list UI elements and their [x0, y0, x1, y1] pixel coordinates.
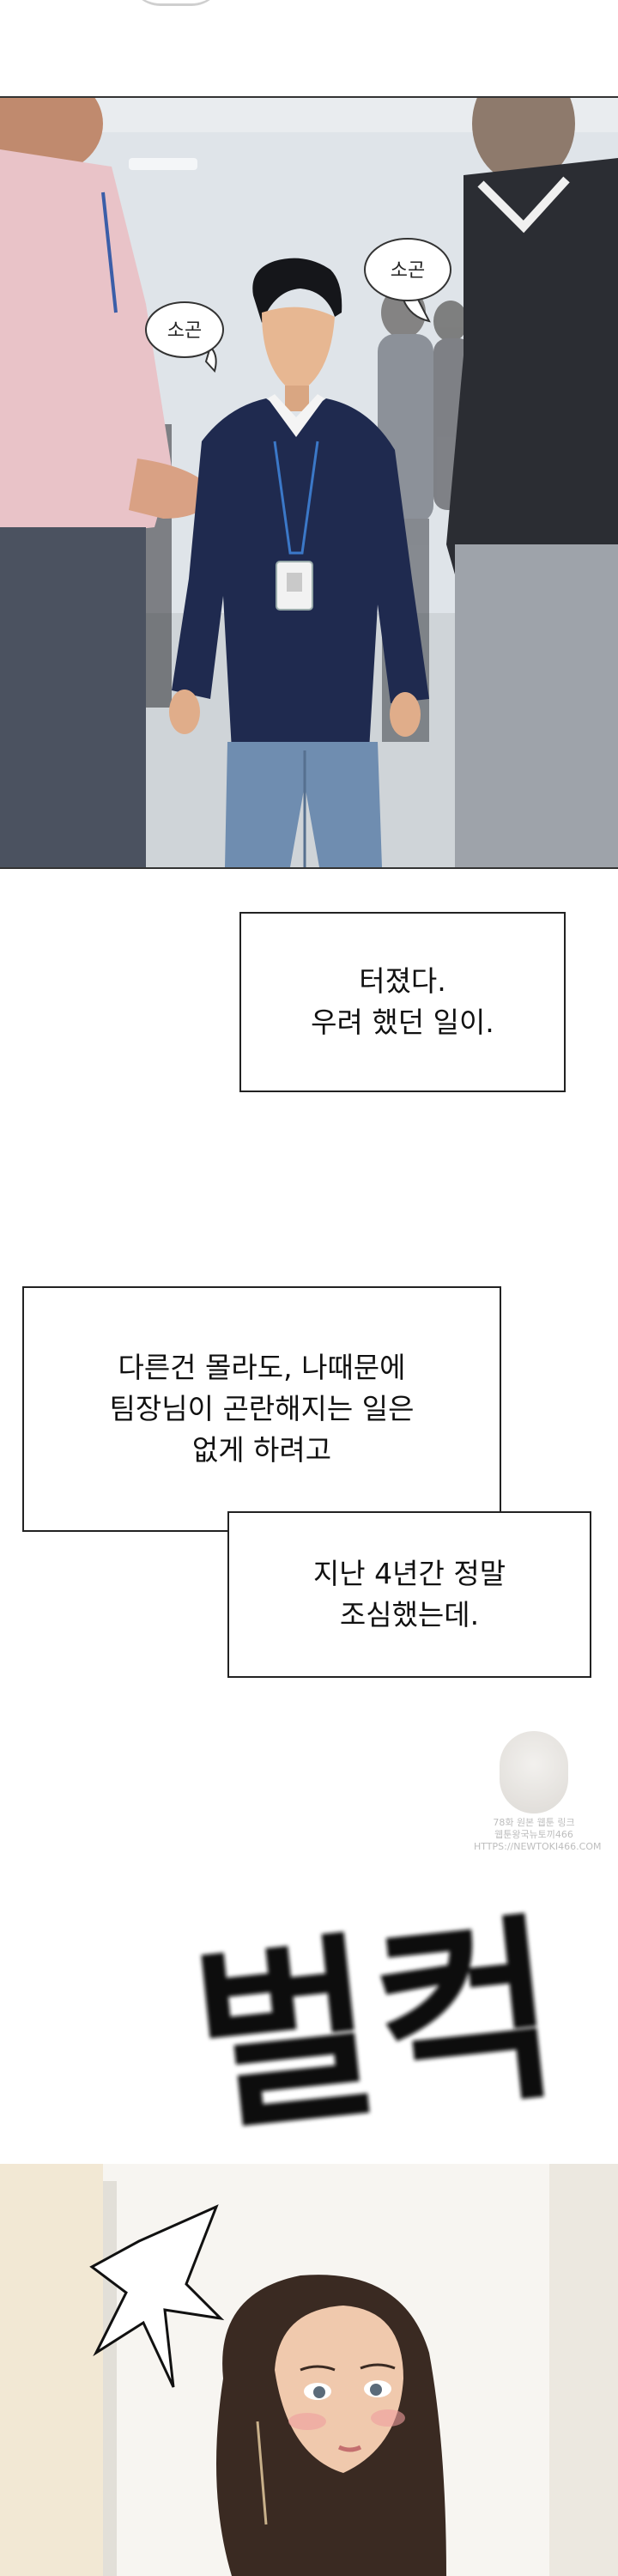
whisper-text-left: 소곤 — [167, 320, 202, 342]
main-character — [169, 258, 429, 867]
surprise-burst-icon — [79, 2172, 233, 2430]
watermark: 78화 원본 웹툰 링크 웹툰왕국뉴토끼466 HTTPS://NEWTOKI4… — [474, 1731, 602, 1868]
whisper-text-right: 소곤 — [391, 260, 425, 282]
watermark-line-3: HTTPS://NEWTOKI466.COM — [474, 1841, 602, 1852]
narration-line: 지난 4년간 정말 — [312, 1557, 506, 1590]
sound-effect-art: 벌컥 — [184, 1895, 569, 2161]
narration-line: 우려 했던 일이. — [311, 1005, 494, 1039]
narration-box-1: 터졌다. 우려 했던 일이. — [239, 912, 566, 1092]
sound-effect-text: 벌컥 — [197, 1895, 558, 2161]
woman-panel — [0, 2164, 618, 2576]
left-foreground-man — [0, 98, 215, 867]
office-scene: 소곤 소곤 — [0, 98, 618, 867]
watermark-line-2: 웹툰왕국뉴토끼466 — [494, 1829, 573, 1840]
woman-character — [216, 2275, 446, 2576]
narration-line: 조심했는데. — [339, 1598, 480, 1631]
watermark-logo — [500, 1731, 568, 1814]
narration-line: 팀장님이 곤란해지는 일은 — [109, 1392, 415, 1425]
office-panel: 소곤 소곤 — [0, 96, 618, 869]
woman-scene — [0, 2164, 618, 2576]
watermark-line-1: 78화 원본 웹툰 링크 — [493, 1817, 575, 1828]
right-foreground-man — [446, 98, 618, 867]
narration-box-3: 지난 4년간 정말 조심했는데. — [227, 1511, 591, 1678]
narration-line: 다른건 몰라도, 나때문에 — [118, 1351, 406, 1384]
previous-panel-arc — [129, 0, 223, 6]
surprise-burst-shape — [89, 2204, 225, 2388]
narration-line: 터졌다. — [359, 964, 446, 998]
narration-line: 없게 하려고 — [191, 1433, 332, 1467]
sound-effect: 벌컥 — [184, 1872, 569, 2181]
narration-box-2: 다른건 몰라도, 나때문에 팀장님이 곤란해지는 일은 없게 하려고 — [22, 1286, 501, 1532]
whisper-bubble-right: 소곤 — [364, 238, 451, 323]
whisper-bubble-left: 소곤 — [145, 301, 224, 374]
